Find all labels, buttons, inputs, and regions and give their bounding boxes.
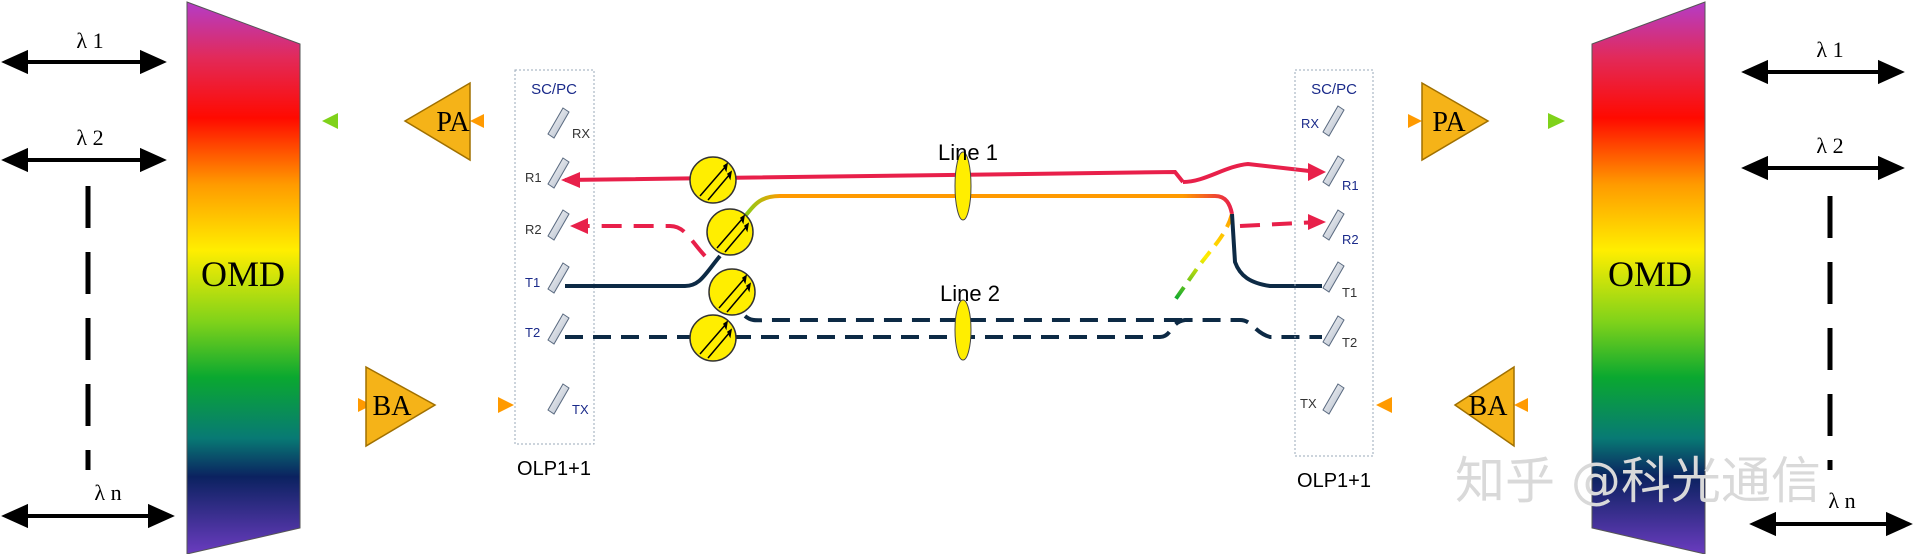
line2-label: Line 2	[940, 281, 1000, 306]
right-port-tx: TX	[1300, 396, 1317, 411]
right-wavelength-arrows	[1741, 59, 1913, 537]
line2-marker	[954, 299, 972, 361]
line1-transmit-path	[740, 194, 1234, 222]
coupler-4	[689, 314, 737, 362]
left-ba-amplifier	[365, 365, 437, 448]
left-olp-connector: SC/PC	[531, 81, 577, 98]
right-wavelength-2: λ 2	[1816, 133, 1843, 158]
left-wavelength-1: λ 1	[76, 28, 103, 53]
right-omd-label: OMD	[1608, 254, 1692, 294]
coupler-2	[706, 208, 754, 256]
left-wavelength-2: λ 2	[76, 125, 103, 150]
left-olp-ports	[547, 107, 570, 415]
left-pa-amplifier	[403, 81, 471, 162]
left-omd-block	[186, 1, 301, 554]
left-ba-label: BA	[373, 391, 413, 422]
line2-t2-path	[565, 318, 1322, 339]
coupler-3	[708, 268, 756, 316]
right-port-r2: R2	[1342, 232, 1359, 247]
right-pa-amplifier	[1421, 81, 1490, 162]
right-olp-title: OLP1+1	[1297, 470, 1371, 492]
left-side: λ 1 λ 2 λ n OMD PA BA SC/PC OLP1+1	[1, 1, 595, 554]
right-port-r1: R1	[1342, 178, 1359, 193]
right-port-t2: T2	[1342, 335, 1357, 350]
line1-receive-path	[1182, 161, 1319, 184]
right-olp-ports	[1322, 105, 1345, 415]
left-port-t1: T1	[525, 275, 540, 290]
right-ba-amplifier	[1453, 365, 1515, 448]
line1-t1-path	[565, 254, 722, 288]
line2-receive-path	[585, 224, 707, 258]
left-wavelength-arrows	[1, 49, 175, 529]
right-pa-label: PA	[1432, 107, 1466, 138]
right-omd-block	[1591, 1, 1706, 554]
left-omd-label: OMD	[201, 254, 285, 294]
left-port-r1: R1	[525, 170, 542, 185]
left-olp-title: OLP1+1	[517, 458, 591, 480]
coupler-1	[689, 156, 737, 204]
left-port-rx: RX	[572, 126, 590, 141]
line1-marker	[954, 151, 972, 221]
right-wavelength-1: λ 1	[1816, 37, 1843, 62]
left-port-t2: T2	[525, 325, 540, 340]
right-port-rx: RX	[1301, 116, 1319, 131]
right-side: SC/PC OLP1+1 RX R1 R2 T1 T2 TX PA BA	[1294, 1, 1913, 554]
right-ba-label: BA	[1469, 391, 1509, 422]
right-port-t1: T1	[1342, 285, 1357, 300]
right-olp-connector: SC/PC	[1311, 81, 1357, 98]
line1-label: Line 1	[938, 140, 998, 165]
left-pa-label: PA	[436, 107, 470, 138]
left-port-r2: R2	[525, 222, 542, 237]
left-wavelength-n: λ n	[94, 480, 121, 505]
fiber-lines	[561, 161, 1326, 339]
left-olp-box	[514, 69, 595, 445]
left-couplers	[689, 156, 756, 362]
left-port-tx: TX	[572, 402, 589, 417]
watermark: 知乎 @科光通信	[1455, 452, 1821, 510]
right-wavelength-n: λ n	[1828, 488, 1855, 513]
